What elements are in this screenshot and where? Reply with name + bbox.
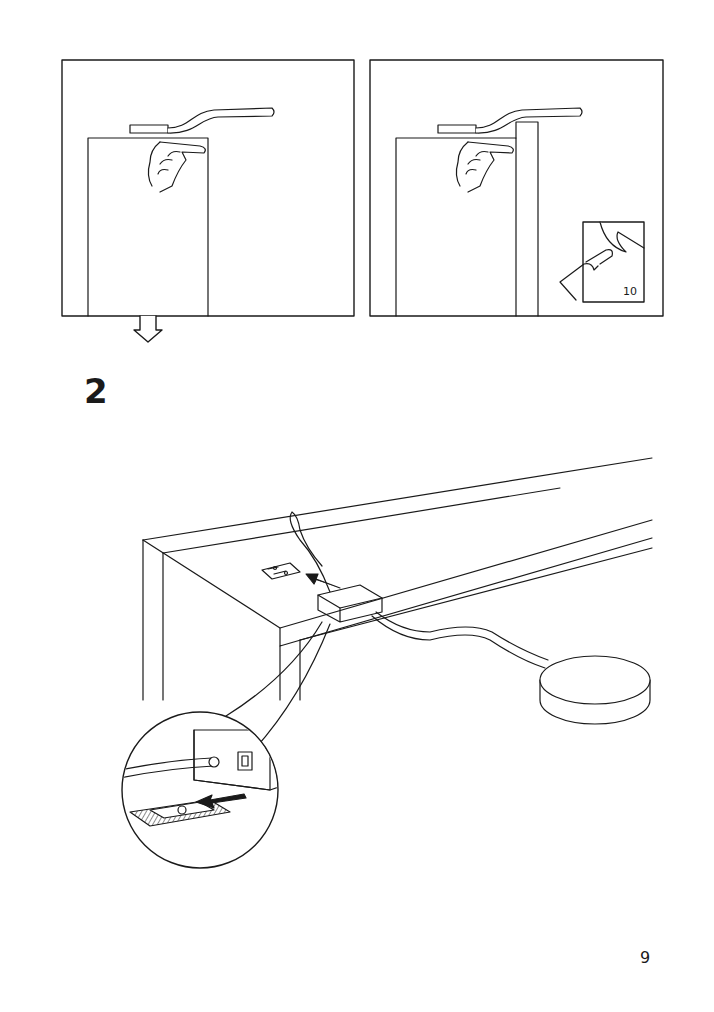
- callout-number: 10: [623, 286, 637, 297]
- page-number: 9: [640, 950, 650, 966]
- table-illustration: [120, 458, 652, 868]
- panel-one: [62, 60, 354, 342]
- sticker-icon: [560, 222, 644, 302]
- step-number: 2: [84, 374, 108, 408]
- panel-two: [370, 60, 663, 316]
